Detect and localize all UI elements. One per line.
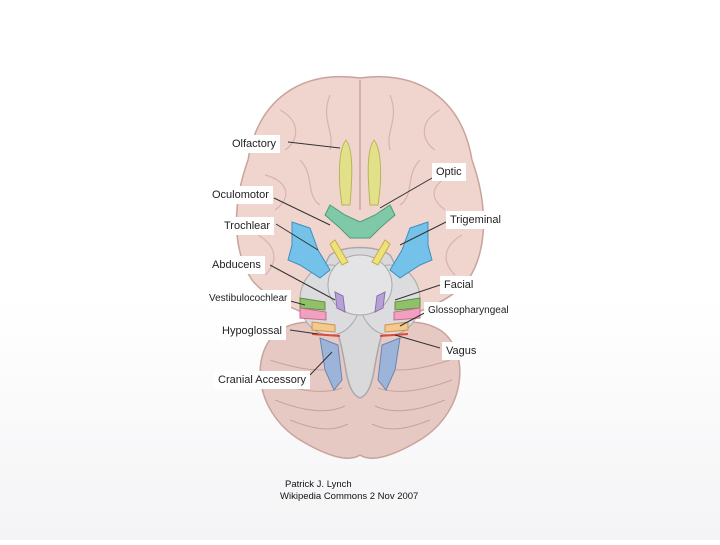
label-optic: Optic (432, 163, 466, 181)
credit-source: Wikipedia Commons 2 Nov 2007 (280, 491, 418, 503)
label-abducens: Abducens (208, 256, 265, 274)
olfactory-nerve-left (339, 140, 351, 205)
label-oculomotor: Oculomotor (208, 186, 273, 204)
label-olfactory: Olfactory (228, 135, 280, 153)
label-trochlear: Trochlear (220, 217, 274, 235)
label-cranial-accessory: Cranial Accessory (214, 371, 310, 389)
label-optic-text: Optic (436, 166, 462, 178)
label-trigeminal-text: Trigeminal (450, 214, 501, 226)
label-hypoglossal-text: Hypoglossal (222, 325, 282, 337)
label-oculomotor-text: Oculomotor (212, 189, 269, 201)
label-vestibulocochlear-text: Vestibulocochlear (209, 293, 287, 304)
label-glossopharyngeal: Glossopharyngeal (424, 302, 513, 320)
label-facial: Facial (440, 276, 477, 294)
label-facial-text: Facial (444, 279, 473, 291)
label-trochlear-text: Trochlear (224, 220, 270, 232)
olfactory-nerve-right (368, 140, 380, 205)
credit-author: Patrick J. Lynch (285, 479, 352, 491)
label-cranial-accessory-text: Cranial Accessory (218, 374, 306, 386)
label-vagus-text: Vagus (446, 345, 476, 357)
label-hypoglossal: Hypoglossal (218, 322, 286, 340)
credit-author-text: Patrick J. Lynch (285, 479, 352, 490)
credit-source-text: Wikipedia Commons 2 Nov 2007 (280, 491, 418, 502)
label-olfactory-text: Olfactory (232, 138, 276, 150)
label-trigeminal: Trigeminal (446, 211, 505, 229)
label-vestibulocochlear: Vestibulocochlear (205, 290, 291, 308)
label-vagus: Vagus (442, 342, 480, 360)
label-glossopharyngeal-text: Glossopharyngeal (428, 305, 509, 316)
label-abducens-text: Abducens (212, 259, 261, 271)
